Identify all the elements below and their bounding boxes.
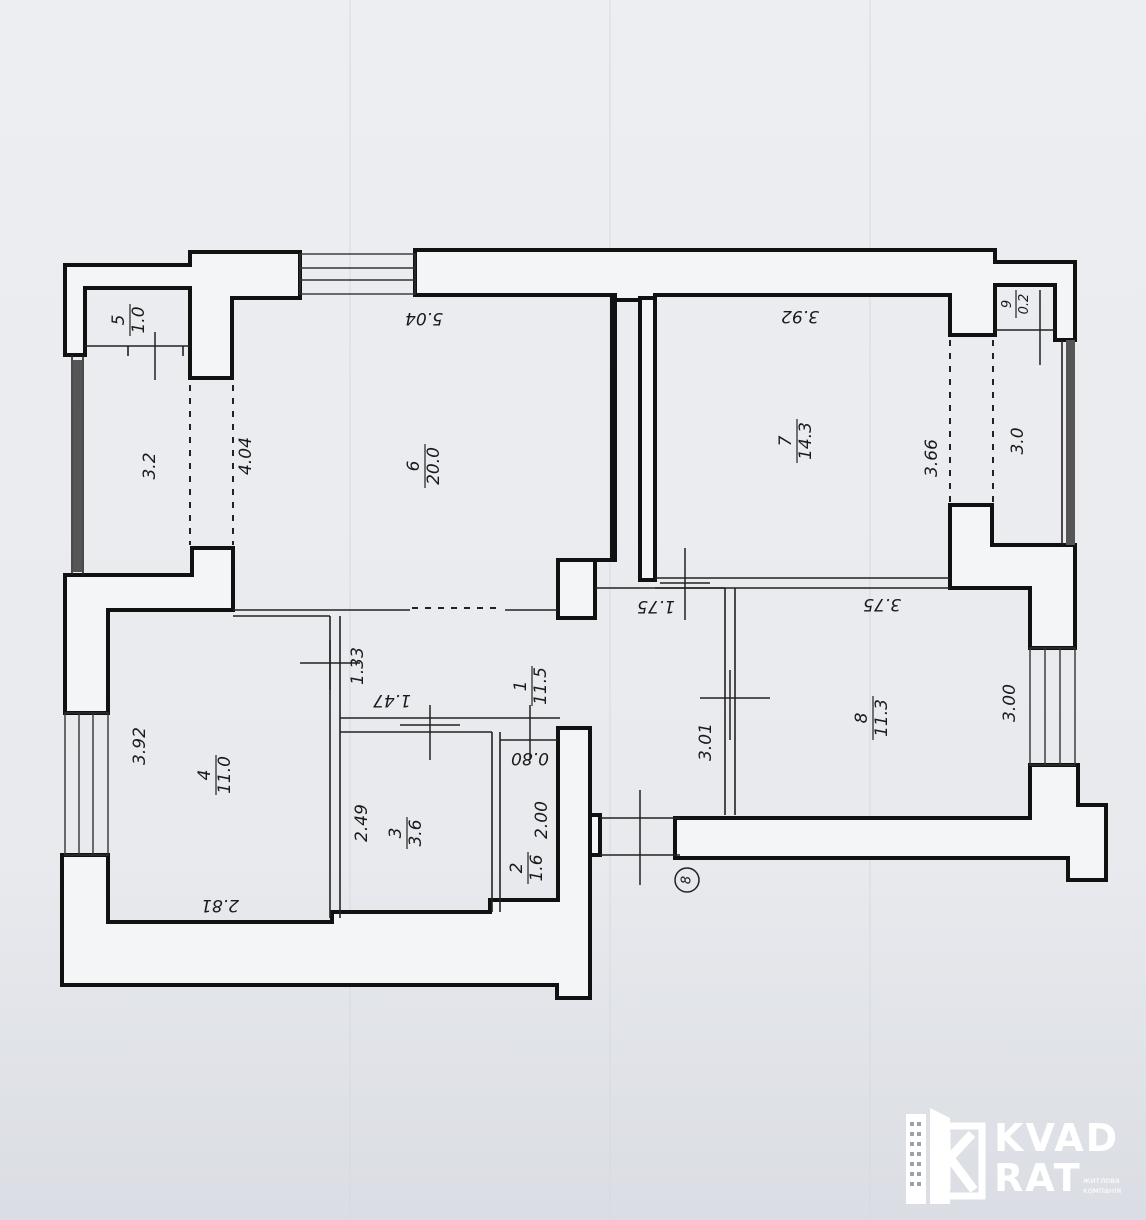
windows	[64, 253, 1076, 856]
room-8-area: 11.3	[872, 699, 892, 737]
room-label-6: 6 20.0	[404, 444, 444, 488]
dim-room8-depth: 3.00	[1000, 684, 1020, 722]
dim-room7-width: 3.92	[781, 306, 819, 326]
dim-passage-width: 1.47	[373, 690, 411, 710]
dim-balcony-right: 3.0	[1008, 427, 1028, 454]
dim-passage-depth: 1.33	[348, 647, 368, 685]
room-label-9: 9 0.2	[1000, 290, 1032, 318]
wall-top-main	[413, 248, 1077, 342]
dim-room7-depth: 3.66	[922, 439, 942, 477]
dim-room2-depth: 2.00	[532, 801, 552, 839]
dim-room3-depth: 2.49	[352, 804, 372, 842]
room-label-7: 7 14.3	[776, 419, 816, 463]
axis-bubble	[674, 867, 700, 893]
dim-hall-depth: 3.01	[696, 723, 716, 761]
room-3-id: 3	[386, 828, 406, 839]
building-logo-icon	[906, 1108, 986, 1204]
room-2-id: 2	[507, 863, 527, 874]
room-5-area: 1.0	[129, 306, 149, 333]
axis-label: 8	[680, 876, 695, 884]
room-9-id: 9	[1000, 300, 1015, 308]
room-4-area: 11.0	[215, 756, 235, 794]
wall-top-left	[63, 250, 302, 380]
room-3-area: 3.6	[406, 819, 426, 846]
cross-marks	[154, 290, 1041, 885]
room-5-id: 5	[109, 315, 129, 326]
room-1-area: 11.5	[531, 667, 551, 705]
room-1-id: 1	[511, 681, 531, 692]
room-8-id: 8	[852, 712, 872, 723]
wall-left-pier	[63, 546, 235, 715]
room-label-2: 2 1.6	[507, 852, 547, 884]
room-label-1: 1 11.5	[511, 666, 551, 706]
dim-balcony-left: 3.2	[140, 452, 160, 479]
dim-room2-width: 0.80	[511, 748, 549, 768]
logo-text-line1: KVAD	[994, 1116, 1120, 1160]
wall-right-pier	[948, 503, 1077, 650]
room-6-area: 20.0	[424, 447, 444, 485]
room-label-3: 3 3.6	[386, 817, 426, 849]
company-logo: KVAD RAT житлова компанія	[902, 1106, 1132, 1206]
room-9-area: 0.2	[1017, 294, 1032, 315]
room-2-area: 1.6	[527, 854, 547, 881]
dimension-labels: 5.04 4.04 3.2 3.92 3.66 3.0 1.75 3.75 3.…	[130, 306, 1028, 915]
wall-7-left	[638, 296, 657, 582]
room-7-id: 7	[776, 435, 796, 446]
wall-bottom-left	[60, 726, 592, 1000]
dim-room8-width: 3.75	[863, 594, 901, 614]
dim-hall-width: 1.75	[637, 596, 675, 616]
room-labels: 1 11.5 2 1.6 3 3.6 4 11.0 5 1.0 6 20.0	[109, 290, 1032, 884]
room-label-4: 4 11.0	[195, 755, 235, 795]
walls	[60, 248, 1108, 1000]
logo-tagline: житлова компанія	[1083, 1176, 1122, 1195]
dim-room6-depth: 4.04	[236, 437, 256, 475]
paper-grid	[349, 0, 871, 1220]
wall-stub	[588, 813, 602, 857]
dim-room6-width: 5.04	[405, 308, 443, 328]
room-6-id: 6	[404, 460, 424, 471]
logo-text-line2: RAT	[994, 1156, 1082, 1200]
dim-room4-width: 2.81	[201, 895, 239, 915]
room-label-8: 8 11.3	[852, 696, 892, 740]
dashed-openings	[189, 340, 994, 609]
dim-room4-depth: 3.92	[130, 727, 150, 765]
wall-right-lower	[673, 763, 1108, 882]
room-label-5: 5 1.0	[109, 304, 149, 336]
partitions	[71, 329, 1069, 918]
wall-6-7	[556, 296, 617, 620]
room-7-area: 14.3	[796, 422, 816, 460]
room-4-id: 4	[195, 770, 215, 781]
